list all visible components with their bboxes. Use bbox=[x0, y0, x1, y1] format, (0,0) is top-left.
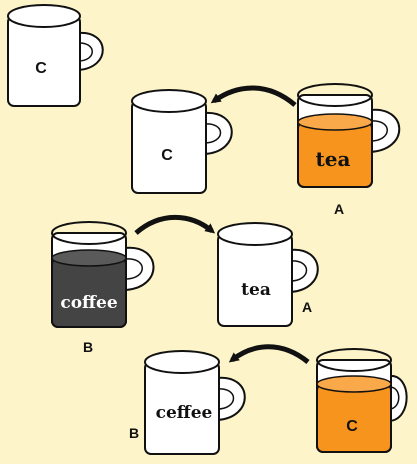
cup-label-b: B bbox=[129, 425, 139, 441]
cup-c-empty-top: C bbox=[7, 4, 104, 107]
cup-content-label: tea bbox=[241, 280, 271, 300]
cup-content-label: C bbox=[346, 418, 358, 435]
cup-label-a: A bbox=[334, 201, 344, 217]
cup-c-empty-middle: C bbox=[131, 89, 233, 194]
cup-content-label: tea bbox=[316, 147, 351, 171]
cup-label-b: B bbox=[83, 339, 93, 355]
cup-content-label: C bbox=[35, 60, 47, 77]
cup-c-tea: C bbox=[316, 348, 408, 453]
cup-a-labeled-tea: tea bbox=[217, 222, 319, 327]
curved-arrow-right bbox=[134, 214, 216, 235]
cup-content-label: ceffee bbox=[156, 403, 213, 423]
cup-b-labeled-coffee: ceffee bbox=[144, 350, 246, 455]
cup-b-coffee: coffee bbox=[51, 221, 155, 328]
cup-label-a: A bbox=[302, 299, 312, 315]
curved-arrow-left bbox=[210, 85, 297, 107]
cup-content-label: C bbox=[161, 147, 173, 164]
cup-content-label: coffee bbox=[60, 293, 117, 313]
curved-arrow-left bbox=[228, 344, 310, 364]
cup-a-tea: tea bbox=[297, 83, 401, 188]
